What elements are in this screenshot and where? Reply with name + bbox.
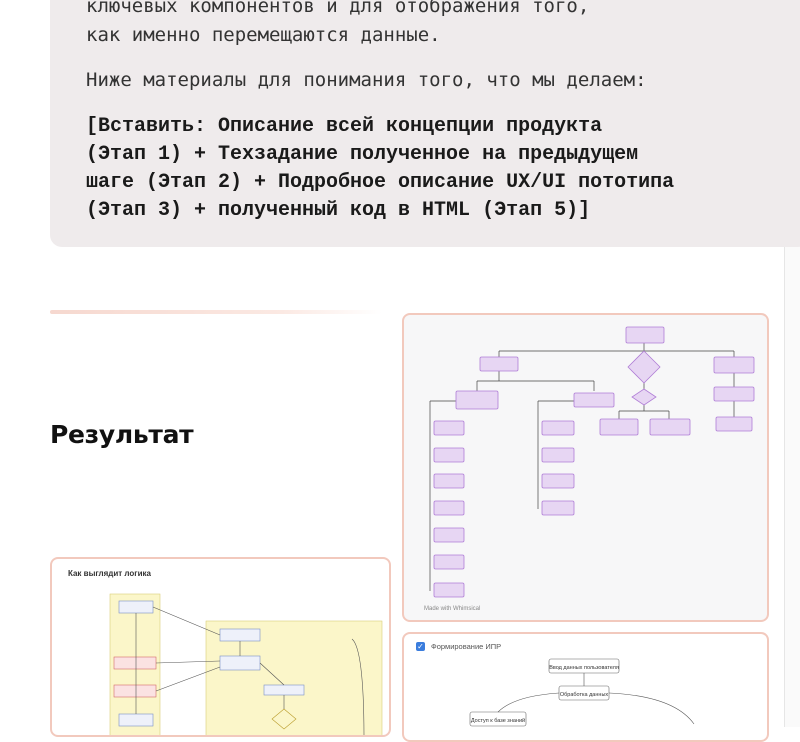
prompt-line-2: как именно перемещаются данные. <box>86 24 441 46</box>
insert-line-1: [Вставить: Описание всей концепции проду… <box>86 115 603 138</box>
ipr-node-processing: Обработка данных <box>560 692 609 698</box>
whimsical-watermark: Made with Whimsical <box>424 606 481 612</box>
insert-line-3: шаге (Этап 2) + Подробное описание UX/UI… <box>86 171 675 194</box>
ipr-card-title: Формирование ИПР <box>431 642 502 651</box>
ipr-node-input: Ввод данных пользователя <box>549 665 619 671</box>
prompt-code-block <box>50 0 800 247</box>
logic-diagram <box>109 593 383 735</box>
insert-line-2: (Этап 1) + Техзадание полученное на пред… <box>86 143 639 166</box>
ipr-diagram-card[interactable]: ✓ Формирование ИПР Ввод данных пользоват… <box>402 632 769 742</box>
ipr-diagram: Ввод данных пользователя Обработка данны… <box>469 658 695 727</box>
checkbox-icon[interactable]: ✓ <box>416 642 425 651</box>
insert-line-4: (Этап 3) + полученный код в HTML (Этап 5… <box>86 199 591 222</box>
logic-card-title: Как выглядит логика <box>68 569 151 578</box>
section-divider <box>50 310 382 314</box>
logic-diagram-card[interactable]: Как выглядит логика <box>50 557 391 737</box>
ipr-node-knowledge: Доступ к базе знаний <box>471 717 525 724</box>
prompt-line-1: ключевых компонентов и для отображения т… <box>86 0 590 17</box>
flowchart-diagram <box>429 326 755 598</box>
materials-line: Ниже материалы для понимания того, что м… <box>86 69 647 91</box>
flowchart-image-card[interactable]: Made with Whimsical <box>402 313 769 622</box>
result-heading: Результат <box>50 420 194 449</box>
